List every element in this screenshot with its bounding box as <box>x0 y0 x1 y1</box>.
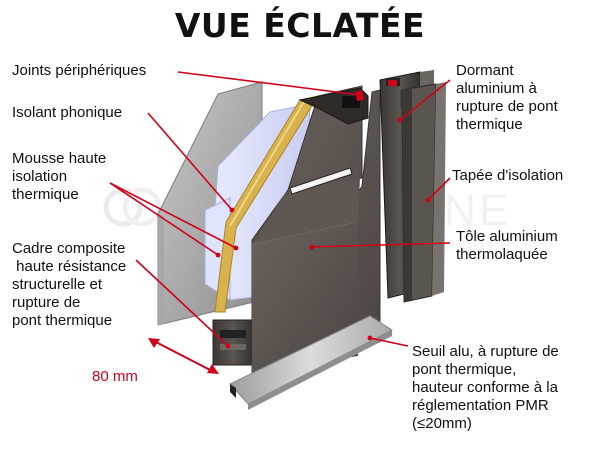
label-seuil: Seuil alu, à rupture de pont thermique, … <box>412 343 559 432</box>
dimension-arrow <box>148 338 219 374</box>
composite-frame <box>212 319 254 366</box>
label-cadre: Cadre composite haute résistance structu… <box>12 240 127 329</box>
diagram-title: VUE ÉCLATÉE <box>174 6 426 45</box>
label-isolant: Isolant phonique <box>12 104 123 121</box>
label-mousse: Mousse haute isolation thermique <box>12 150 107 203</box>
label-tole: Tôle aluminium thermolaquée <box>456 228 558 263</box>
dimension-label: 80 mm <box>92 368 138 385</box>
label-joints: Joints périphériques <box>12 62 147 79</box>
leader-lines <box>109 71 451 347</box>
svg-text:GROUPE: GROUPE <box>430 237 515 253</box>
label-dormant: Dormant aluminium à rupture de pont ther… <box>456 62 558 133</box>
label-tapee: Tapée d'isolation <box>452 167 564 184</box>
